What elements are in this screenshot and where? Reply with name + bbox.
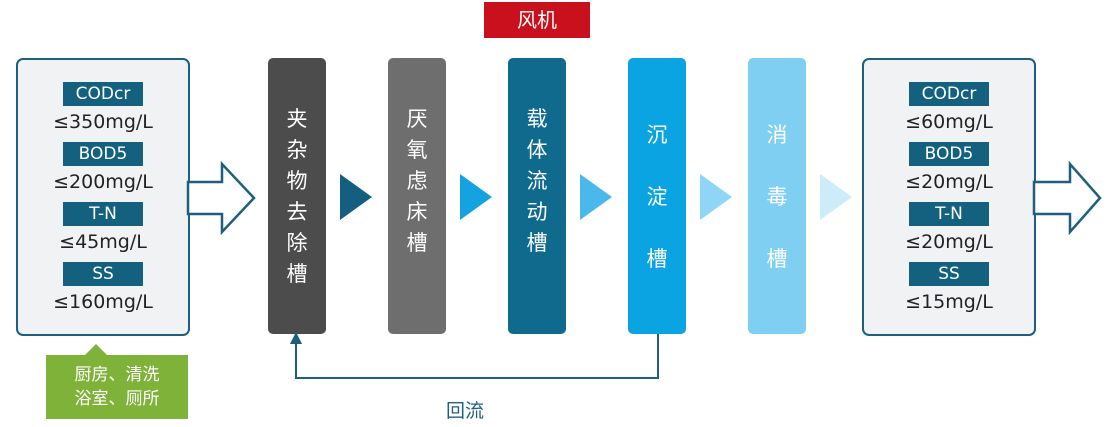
tank-label-char: 淀: [646, 185, 668, 209]
source-line-1: 厨房、清洗: [74, 365, 160, 385]
tank-label-char: 槽: [766, 247, 788, 271]
outflow-arrow: [1032, 160, 1102, 236]
param-value: ≤20mg/L: [905, 231, 993, 253]
source-pointer: [84, 344, 108, 356]
outflow-param-codcr: CODcr ≤60mg/L: [864, 82, 1034, 133]
fan-label: 风机: [484, 2, 590, 38]
tank-label-char: 厌: [406, 107, 428, 131]
flow-arrow-3: [580, 174, 612, 220]
param-value: ≤45mg/L: [59, 231, 147, 253]
flow-arrow-2: [460, 174, 492, 220]
tank-label-char: 槽: [286, 262, 308, 286]
inflow-panel: CODcr ≤350mg/L BOD5 ≤200mg/L T-N ≤45mg/L…: [16, 58, 190, 336]
tank-label-char: 除: [286, 231, 308, 255]
param-value: ≤200mg/L: [53, 171, 153, 193]
reflux-line: [290, 332, 659, 379]
param-value: ≤160mg/L: [53, 291, 153, 313]
param-label: T-N: [909, 202, 989, 226]
inflow-param-bod5: BOD5 ≤200mg/L: [18, 142, 188, 193]
param-label: SS: [909, 262, 989, 286]
tank-label-char: 毒: [766, 185, 788, 209]
flow-arrow-5: [820, 174, 852, 220]
tank-label-char: 虑: [406, 169, 428, 193]
param-label: T-N: [63, 202, 143, 226]
param-label: SS: [63, 262, 143, 286]
inflow-param-codcr: CODcr ≤350mg/L: [18, 82, 188, 133]
tank-label-char: 流: [526, 169, 548, 193]
param-label: CODcr: [63, 82, 143, 106]
tank-label-char: 沉: [646, 123, 668, 147]
tank-label-char: 物: [286, 169, 308, 193]
tank-label-char: 槽: [406, 231, 428, 255]
inflow-arrow: [186, 160, 256, 236]
tank-sedimentation: 沉淀槽: [628, 58, 686, 334]
flow-arrow-4: [700, 174, 732, 220]
tank-label-char: 杂: [286, 138, 308, 162]
tank-disinfection: 消毒槽: [748, 58, 806, 334]
tank-carrier-fluidized: 载体流动槽: [508, 58, 566, 334]
source-label: 厨房、清洗 浴室、厕所: [46, 355, 188, 419]
outflow-panel: CODcr ≤60mg/L BOD5 ≤20mg/L T-N ≤20mg/L S…: [862, 58, 1036, 336]
param-value: ≤15mg/L: [905, 291, 993, 313]
tank-label-char: 槽: [526, 231, 548, 255]
tank-label-char: 体: [526, 138, 548, 162]
tank-inclusion-removal: 夹杂物去除槽: [268, 58, 326, 334]
tank-label-char: 床: [406, 200, 428, 224]
tank-label-char: 去: [286, 200, 308, 224]
param-value: ≤60mg/L: [905, 111, 993, 133]
outflow-param-bod5: BOD5 ≤20mg/L: [864, 142, 1034, 193]
tank-label-char: 槽: [646, 247, 668, 271]
param-value: ≤20mg/L: [905, 171, 993, 193]
source-line-2: 浴室、厕所: [74, 389, 160, 409]
inflow-param-ss: SS ≤160mg/L: [18, 262, 188, 313]
tank-anaerobic-filter: 厌氧虑床槽: [388, 58, 446, 334]
flow-arrow-1: [340, 174, 372, 220]
param-value: ≤350mg/L: [53, 111, 153, 133]
tank-label-char: 消: [766, 123, 788, 147]
param-label: BOD5: [909, 142, 989, 166]
tank-label-char: 动: [526, 200, 548, 224]
param-label: CODcr: [909, 82, 989, 106]
param-label: BOD5: [63, 142, 143, 166]
outflow-param-tn: T-N ≤20mg/L: [864, 202, 1034, 253]
inflow-param-tn: T-N ≤45mg/L: [18, 202, 188, 253]
tank-label-char: 夹: [286, 107, 308, 131]
outflow-param-ss: SS ≤15mg/L: [864, 262, 1034, 313]
reflux-label: 回流: [446, 400, 485, 422]
tank-label-char: 氧: [406, 138, 428, 162]
tank-label-char: 载: [526, 107, 548, 131]
